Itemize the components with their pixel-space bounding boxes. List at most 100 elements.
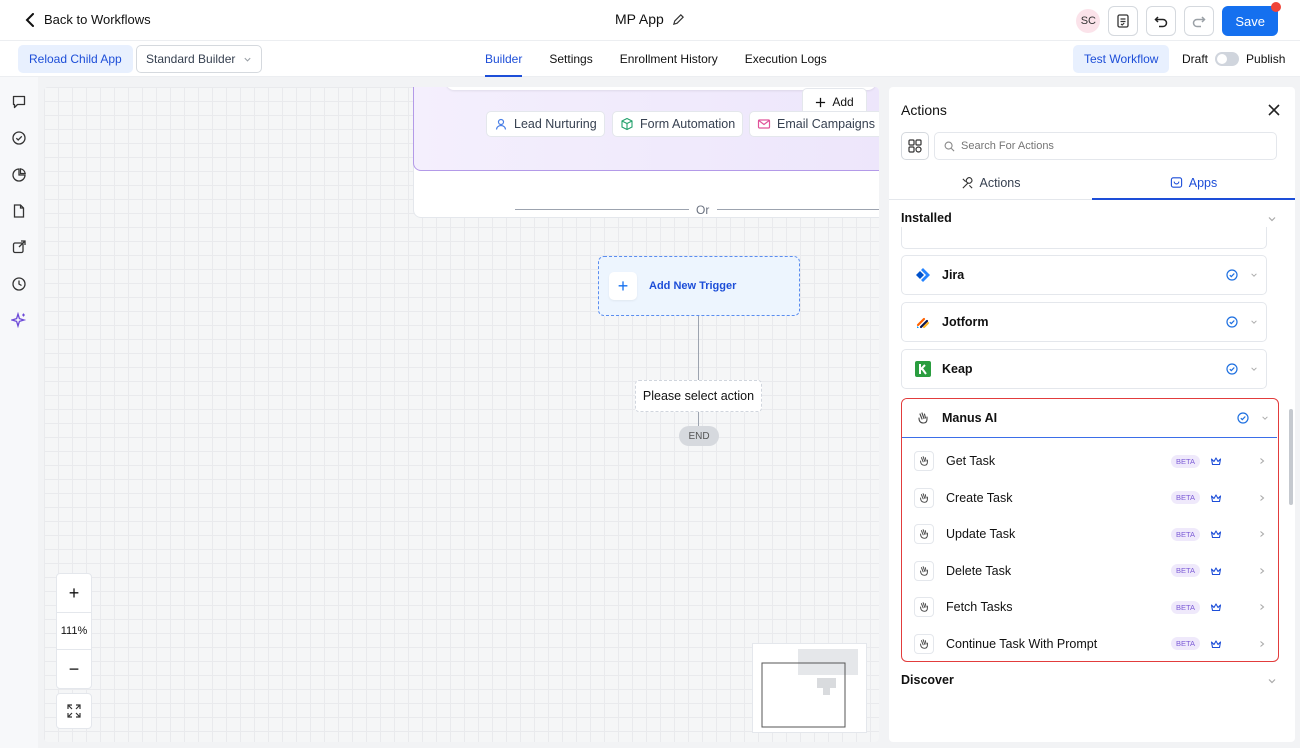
unsaved-indicator (1271, 2, 1281, 12)
select-action-node[interactable]: Please select action (635, 380, 762, 412)
publish-toggle[interactable] (1215, 52, 1240, 66)
expand-icon (67, 704, 81, 718)
manus-action-label: Get Task (946, 454, 996, 468)
save-button[interactable]: Save (1222, 2, 1281, 36)
chevron-down-icon[interactable] (1267, 214, 1277, 224)
installed-section-header[interactable]: Installed (901, 211, 952, 225)
chevron-right-icon (1260, 458, 1265, 464)
manus-action-tags: BETA (1170, 491, 1266, 504)
tab-execution-logs[interactable]: Execution Logs (744, 52, 827, 66)
manus-name: Manus AI (942, 411, 998, 425)
beta-badge: BETA (1170, 637, 1200, 650)
check-circle-icon[interactable] (11, 130, 27, 146)
manus-action-item[interactable]: Fetch Tasks BETA (914, 593, 1266, 621)
chevron-down-icon (244, 57, 251, 62)
document-check-icon (1117, 14, 1130, 28)
chevron-down-icon (1251, 367, 1257, 371)
fit-view-button[interactable] (56, 693, 92, 729)
manus-action-label: Fetch Tasks (946, 600, 1013, 614)
zoom-in-button[interactable]: + (68, 582, 80, 603)
chevron-down-icon (1251, 320, 1257, 324)
discover-section-header[interactable]: Discover (901, 673, 954, 687)
zoom-level: 111% (57, 612, 91, 650)
zoom-out-button[interactable]: − (68, 658, 80, 679)
document-icon[interactable] (11, 203, 27, 219)
app-card-keap[interactable]: Keap (901, 349, 1267, 389)
add-new-trigger-button[interactable]: + Add New Trigger (598, 256, 800, 316)
minimap[interactable] (752, 643, 867, 733)
manus-header-controls (1237, 412, 1269, 424)
manus-logo-icon (914, 451, 934, 471)
manus-action-tags: BETA (1170, 454, 1266, 468)
manus-action-item[interactable]: Delete Task BETA (914, 557, 1266, 585)
chevron-right-icon (1260, 640, 1265, 647)
add-label: Add (832, 95, 854, 109)
redo-button[interactable] (1184, 6, 1215, 36)
crown-icon (1210, 457, 1222, 466)
manus-logo-icon (914, 633, 934, 654)
beta-badge: BETA (1170, 600, 1200, 614)
test-workflow-button[interactable]: Test Workflow (1073, 45, 1170, 73)
undo-button[interactable] (1146, 6, 1177, 36)
manus-action-item[interactable]: Create Task BETA (914, 484, 1266, 512)
or-divider-right (717, 209, 879, 210)
chevron-down-icon[interactable] (1267, 676, 1277, 686)
manus-action-item[interactable]: Get Task BETA (914, 447, 1266, 475)
tab-actions[interactable]: Actions (889, 167, 1092, 200)
crown-icon (1210, 493, 1222, 502)
chip-email-campaigns[interactable]: Email Campaigns (749, 111, 879, 137)
app-card-controls (1226, 363, 1258, 375)
sub-bar: Reload Child App Standard Builder Builde… (0, 41, 1300, 77)
tab-builder[interactable]: Builder (485, 41, 523, 77)
chip-lead-nurturing[interactable]: Lead Nurturing (486, 111, 605, 137)
plus-icon: + (609, 272, 637, 300)
notes-button[interactable] (1108, 6, 1139, 36)
external-link-icon[interactable] (11, 239, 27, 255)
reload-child-app-button[interactable]: Reload Child App (18, 45, 133, 73)
manus-action-label: Create Task (946, 490, 1013, 505)
chevron-right-icon (1260, 531, 1265, 537)
avatar[interactable]: SC (1076, 9, 1101, 33)
redo-icon (1193, 16, 1206, 28)
tab-apps[interactable]: Apps (1092, 167, 1295, 200)
plus-icon (816, 97, 826, 107)
pencil-icon[interactable] (672, 13, 685, 26)
close-icon[interactable] (1267, 103, 1281, 117)
app-title: MP App (615, 11, 685, 27)
crown-icon (1210, 566, 1222, 575)
workflow-canvas[interactable]: Add Lead Nurturing Form Automation Email… (44, 87, 879, 742)
panel-scrollbar[interactable] (1289, 409, 1293, 505)
tab-settings[interactable]: Settings (549, 52, 593, 66)
app-card-jotform[interactable]: Jotform (901, 302, 1267, 342)
back-to-workflows-link[interactable]: Back to Workflows (24, 12, 151, 27)
sparkle-icon[interactable] (9, 311, 27, 329)
chip-form-automation[interactable]: Form Automation (612, 111, 744, 137)
manus-action-tags: BETA (1170, 637, 1266, 650)
category-grid-button[interactable] (901, 132, 929, 160)
beta-badge: BETA (1170, 564, 1200, 577)
manus-logo-icon (914, 409, 932, 427)
publish-label: Publish (1246, 52, 1286, 66)
check-circle-icon (1226, 316, 1238, 328)
manus-logo-icon (914, 487, 934, 508)
comment-icon[interactable] (11, 94, 27, 110)
history-icon[interactable] (11, 276, 27, 292)
builder-select[interactable]: Standard Builder (136, 45, 262, 73)
beta-badge: BETA (1170, 491, 1200, 504)
app-card-jira[interactable]: Jira (901, 255, 1267, 295)
pie-chart-icon[interactable] (11, 167, 27, 183)
left-sidebar (0, 77, 38, 748)
chevron-left-icon (25, 12, 34, 27)
manus-action-item[interactable]: Update Task BETA (914, 520, 1266, 548)
app-card-partial[interactable] (901, 227, 1267, 249)
manus-action-label: Update Task (946, 527, 1016, 541)
manus-action-item[interactable]: Continue Task With Prompt BETA (914, 630, 1266, 658)
manus-logo-icon (914, 597, 934, 617)
manus-action-label: Delete Task (946, 563, 1012, 578)
manus-ai-header[interactable]: Manus AI (902, 399, 1277, 438)
tab-enrollment-history[interactable]: Enrollment History (619, 52, 718, 66)
back-label: Back to Workflows (44, 12, 151, 27)
search-input[interactable] (961, 140, 1261, 152)
jotform-logo-icon (914, 313, 932, 331)
chip-label: Form Automation (640, 117, 736, 131)
